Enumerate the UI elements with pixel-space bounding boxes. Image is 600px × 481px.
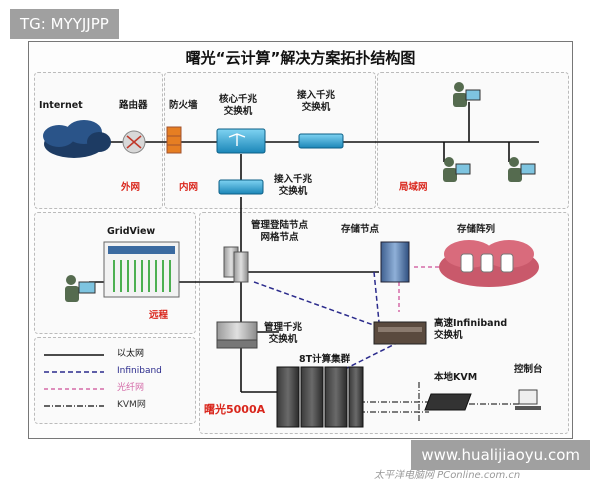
outer-net-label: 外网 — [121, 182, 141, 193]
corner-watermark: www.hualijiaoyu.com — [411, 440, 590, 470]
cluster-name-label: 曙光5000A — [204, 403, 266, 416]
router-label: 路由器 — [119, 100, 148, 111]
legend-kvm: KVM网 — [117, 400, 146, 410]
network-drawing — [43, 82, 541, 428]
legend-lines — [44, 354, 104, 407]
source-tag: TG: MYYJJPP — [10, 9, 119, 39]
console-icon — [515, 389, 541, 410]
internet-label: Internet — [39, 100, 83, 111]
remote-label: 远程 — [149, 310, 169, 321]
firewall-label: 防火墙 — [169, 100, 198, 111]
site-watermark: 太平洋电脑网 PConline.com.cn — [374, 470, 521, 481]
legend-ethernet: 以太网 — [117, 349, 145, 359]
storage-node-icon — [380, 241, 410, 283]
management-node-label: 管理登陆节点网格节点 — [251, 220, 309, 243]
remote-user-icon — [65, 275, 96, 302]
topology-diagram: 曙光“云计算”解决方案拓扑结构图 — [28, 41, 573, 481]
management-switch-icon — [216, 321, 258, 349]
cluster-label: 8T计算集群 — [299, 354, 351, 365]
diagram-title: 曙光“云计算”解决方案拓扑结构图 — [185, 49, 416, 67]
storage-node-label: 存储节点 — [341, 224, 380, 235]
firewall-icon — [166, 126, 182, 154]
legend-zone — [34, 337, 196, 424]
access-switch-top-icon — [298, 133, 344, 149]
compute-cluster-icon — [276, 366, 364, 428]
access-switch-top-label: 接入千兆交换机 — [297, 90, 336, 113]
legend-fiber: 光纤网 — [117, 383, 145, 393]
legend-infiniband: Infiniband — [117, 366, 162, 376]
infiniband-switch-icon — [373, 321, 427, 345]
kvm-links — [359, 382, 519, 422]
management-switch-label: 管理千兆交换机 — [264, 322, 303, 345]
internet-cloud-icon — [43, 120, 111, 158]
router-icon — [122, 130, 146, 154]
gridview-screen-icon — [103, 241, 180, 298]
access-switch-bottom-icon — [218, 179, 264, 195]
lan-label: 局域网 — [399, 182, 428, 193]
management-node-icon — [223, 246, 249, 283]
gridview-label: GridView — [107, 226, 156, 237]
access-switch-bottom-label: 接入千兆交换机 — [274, 174, 313, 197]
storage-array-icon — [439, 240, 539, 287]
kvm-label: 本地KVM — [434, 372, 478, 383]
kvm-icon — [424, 393, 472, 411]
core-switch-label: 核心千兆交换机 — [219, 94, 258, 117]
storage-array-label: 存储阵列 — [457, 224, 496, 235]
inner-net-label: 内网 — [179, 182, 199, 193]
lan-user-icons — [443, 82, 536, 182]
core-switch-icon — [216, 128, 266, 154]
console-label: 控制台 — [514, 364, 543, 375]
